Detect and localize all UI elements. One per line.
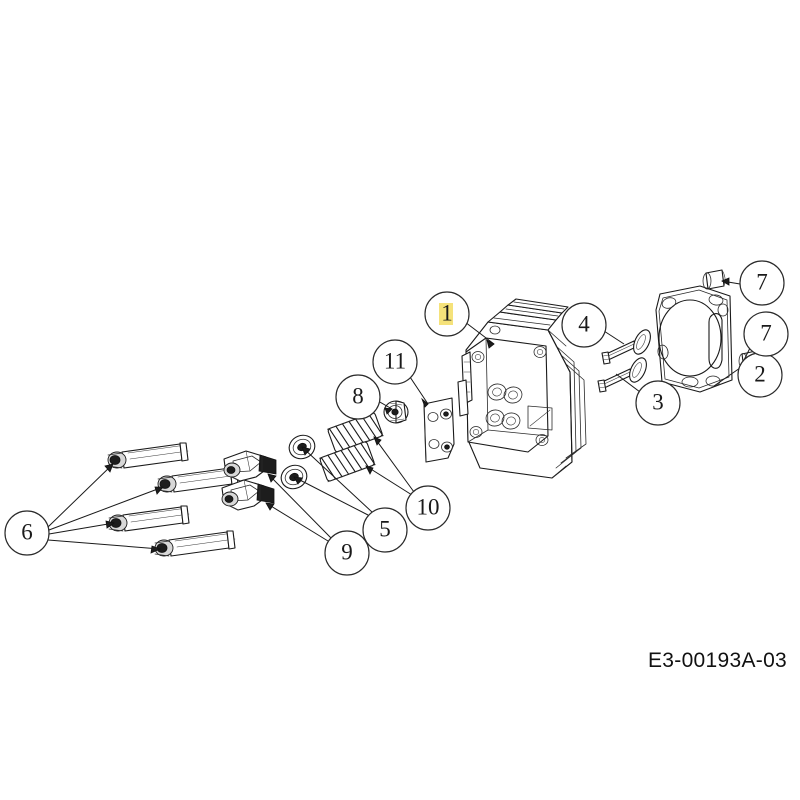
part-rocker-arms[interactable] (221, 450, 277, 511)
callout-7-upper[interactable]: 7 (739, 260, 785, 306)
callout-label: 7 (756, 269, 768, 294)
part-valve-stem-seal[interactable] (383, 400, 409, 424)
callout-8[interactable]: 8 (335, 374, 381, 420)
highlight-marker (439, 303, 453, 325)
callout-5[interactable]: 5 (362, 507, 408, 553)
callout-label: 1 (441, 300, 453, 325)
part-valves[interactable] (597, 327, 654, 393)
callout-label: 11 (384, 348, 406, 373)
callout-11[interactable]: 11 (372, 339, 418, 385)
exhaust-valve[interactable] (597, 355, 650, 393)
callout-1[interactable]: 1 (424, 291, 470, 337)
valve-guide-bosses (485, 383, 523, 430)
rocker-arm[interactable] (223, 450, 277, 482)
dowel-pin[interactable] (702, 269, 726, 290)
rocker-arm[interactable] (221, 479, 275, 511)
callout-label: 4 (578, 311, 590, 336)
part-cylinder-head-bolts[interactable] (107, 442, 239, 557)
callout-7-lower[interactable]: 7 (743, 311, 789, 357)
callout-2[interactable]: 2 (737, 352, 783, 398)
callout-4[interactable]: 4 (561, 302, 607, 348)
callout-label: 9 (341, 539, 353, 564)
part-valve-springs[interactable] (319, 411, 384, 483)
part-breather-plate[interactable] (423, 397, 455, 463)
part-head-gasket[interactable] (655, 285, 733, 393)
callout-10[interactable]: 10 (405, 485, 451, 531)
callout-label: 5 (379, 516, 391, 541)
callout-label: 2 (754, 361, 766, 386)
callout-3[interactable]: 3 (635, 380, 681, 426)
cooling-fins (547, 329, 587, 479)
callout-label: 7 (760, 320, 772, 345)
cylinder-head-bolt[interactable] (154, 530, 236, 557)
intake-valve[interactable] (601, 327, 654, 365)
callout-6[interactable]: 6 (4, 510, 50, 556)
drawing-number: E3-00193A-03 (648, 649, 787, 672)
callout-label: 6 (21, 519, 33, 544)
callout-label: 8 (352, 383, 364, 408)
callout-label: 3 (652, 389, 664, 414)
leader-lines (47, 277, 751, 554)
cylinder-head-bolt[interactable] (108, 505, 190, 532)
valve-spring[interactable] (319, 440, 376, 483)
part-cylinder-head[interactable] (457, 298, 587, 479)
cylinder-head-bolt[interactable] (107, 442, 189, 469)
callout-9[interactable]: 9 (324, 530, 370, 576)
callout-label: 10 (417, 494, 440, 519)
